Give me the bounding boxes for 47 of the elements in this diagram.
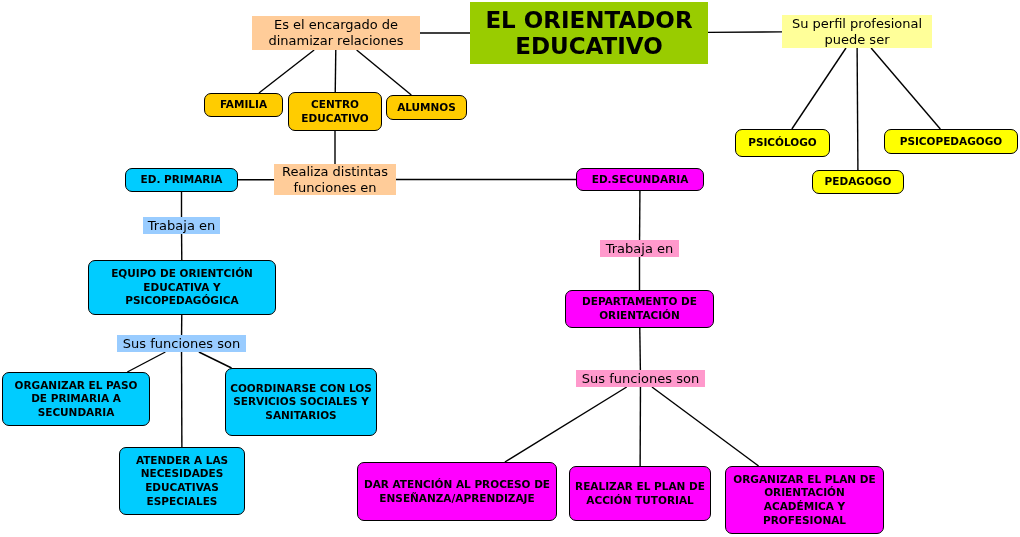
linking-phrase: Trabaja en (600, 240, 679, 257)
connector-line (856, 47, 859, 171)
concept-box: PSICOPEDAGOGO (884, 129, 1018, 154)
concept-box: PEDAGOGO (812, 170, 904, 194)
linking-phrase: Sus funciones son (117, 335, 246, 352)
connector-line (638, 190, 641, 241)
connector-line (334, 130, 336, 165)
concept-box: REALIZAR EL PLAN DE ACCIÓN TUTORIAL (569, 466, 711, 521)
connector-line (639, 327, 642, 371)
connector-line (395, 178, 577, 181)
connector-line (638, 256, 641, 291)
concept-box: ATENDER A LAS NECESIDADES EDUCATIVAS ESPECIALES (119, 447, 245, 515)
concept-box: CENTRO EDUCATIVO (288, 92, 382, 131)
connector-line (419, 32, 471, 34)
concept-box: PSICÓLOGO (735, 129, 830, 157)
title-box: EL ORIENTADOR EDUCATIVO (470, 2, 708, 64)
connector-line (180, 233, 183, 261)
connector-line (651, 386, 760, 467)
connector-line (791, 47, 847, 130)
connector-line (355, 49, 412, 96)
linking-phrase: Realiza distintas funciones en (274, 164, 396, 195)
concept-box: ALUMNOS (386, 95, 467, 120)
concept-box: FAMILIA (204, 93, 283, 117)
concept-box: DEPARTAMENTO DE ORIENTACIÓN (565, 290, 714, 328)
concept-box: EQUIPO DE ORIENTCIÓN EDUCATIVA Y PSICOPEDAGÓGICA (88, 260, 276, 315)
connector-line (198, 351, 233, 369)
linking-phrase: Es el encargado de dinamizar relaciones (252, 16, 420, 50)
linking-phrase: Trabaja en (143, 217, 220, 234)
connector-line (504, 386, 628, 463)
concept-box: ED.SECUNDARIA (576, 168, 704, 191)
connector-line (180, 351, 183, 448)
connector-line (334, 49, 337, 93)
connector-line (258, 49, 315, 94)
connector-line (639, 386, 642, 467)
connector-line (707, 31, 783, 34)
concept-box: ORGANIZAR EL PASO DE PRIMARIA A SECUNDARIA (2, 372, 150, 426)
connector-line (870, 47, 942, 130)
concept-box: DAR ATENCIÓN AL PROCESO DE ENSEÑANZA/APRENDIZAJE (357, 462, 557, 521)
connector-line (180, 191, 183, 218)
connector-line (126, 351, 167, 373)
connector-line (180, 314, 183, 336)
linking-phrase: Su perfil profesional puede ser (782, 15, 932, 48)
concept-box: ORGANIZAR EL PLAN DE ORIENTACIÓN ACADÉMICA Y PROFESIONAL (725, 466, 884, 534)
concept-box: ED. PRIMARIA (125, 168, 238, 192)
connector-line (237, 179, 275, 181)
concept-box: COORDINARSE CON LOS SERVICIOS SOCIALES Y SANITARIOS (225, 368, 377, 436)
linking-phrase: Sus funciones son (576, 370, 705, 387)
